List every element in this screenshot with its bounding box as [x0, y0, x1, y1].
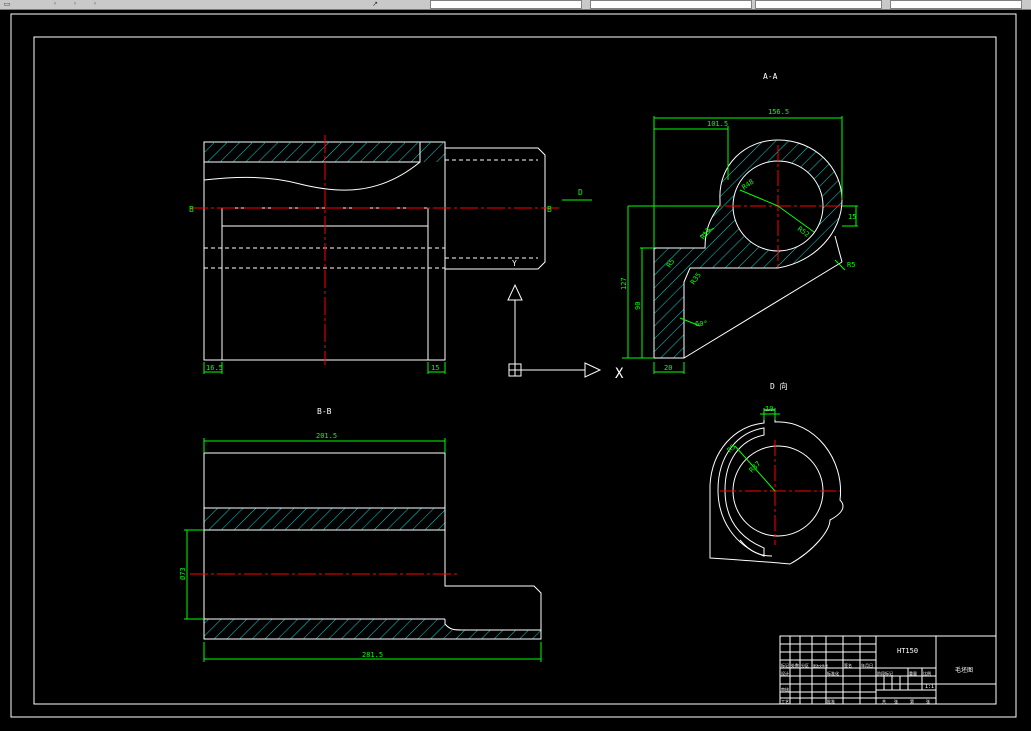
- dim-aa-angle: 60°: [695, 320, 708, 328]
- title-col-sign: 签名: [844, 662, 852, 668]
- dim-aa-base-height: 90: [634, 302, 642, 310]
- title-row-design: 设计: [781, 670, 789, 676]
- cut-label-b-right: B: [547, 205, 552, 214]
- sheet-border-outer: [10, 13, 1017, 718]
- dim-aa-overall-width: 156.5: [768, 108, 789, 116]
- toolbar-icon[interactable]: ◦: [92, 0, 98, 8]
- view-title-d: D 向: [770, 381, 788, 391]
- dim-bb-top: 201.5: [316, 432, 337, 440]
- front-mark-y: Y: [512, 259, 517, 268]
- dim-d-width: 10: [765, 405, 773, 413]
- view-d: [709, 409, 844, 565]
- dim-front-left: 16.5: [206, 364, 223, 372]
- title-material: HT150: [897, 647, 918, 655]
- toolbar-icon[interactable]: ◦: [52, 0, 58, 8]
- title-sheet-no: 第: [910, 698, 914, 704]
- ucs-icon: [507, 283, 602, 378]
- title-col-zone: 分区: [801, 662, 809, 668]
- dim-front-right: 15: [431, 364, 439, 372]
- view-title-bb: B-B: [317, 407, 332, 416]
- dim-d-r1: R5: [726, 443, 738, 455]
- title-row-review: 审核: [781, 686, 789, 692]
- title-row-mark: 标记: [781, 662, 789, 668]
- sheet-border-inner: [33, 36, 997, 705]
- title-col-date: 年月日: [861, 662, 873, 668]
- title-sheet-total: 共: [882, 698, 886, 704]
- title-std-label: 标准化: [827, 670, 839, 676]
- section-aa: [653, 139, 843, 359]
- title-scale: 1:1: [925, 684, 934, 690]
- title-sheet-unit2: 张: [926, 698, 930, 704]
- ucs-x-label: X: [615, 366, 624, 382]
- toolbar-icon[interactable]: ↗: [372, 0, 378, 8]
- dim-aa-corner: R5: [847, 261, 855, 269]
- title-drawing-name: 毛坯图: [955, 666, 973, 674]
- dim-aa-r-small: R35: [689, 271, 703, 286]
- title-sheet-unit1: 张: [894, 698, 898, 704]
- view-title-aa: A-A: [763, 72, 778, 81]
- toolbar-strip: ▭ ◦ ◦ ◦ ↗: [0, 0, 1031, 10]
- dim-bb-dia: Ø73: [179, 567, 187, 580]
- layer-dropdown[interactable]: [430, 0, 582, 9]
- title-col-count: 处数: [791, 662, 799, 668]
- cut-label-b-left: B: [189, 205, 194, 214]
- linetype-dropdown[interactable]: [755, 0, 882, 9]
- title-col-file: 更改文件号: [813, 663, 828, 668]
- title-ratio-label: 比例: [923, 670, 931, 676]
- lineweight-dropdown[interactable]: [890, 0, 1022, 9]
- front-view: [203, 141, 546, 361]
- toolbar-icon[interactable]: ◦: [72, 0, 78, 8]
- toolbar-icon[interactable]: ▭: [3, 0, 11, 8]
- dim-aa-height: 127: [620, 277, 628, 290]
- section-bb: [203, 452, 542, 640]
- dim-aa-thick: 15: [848, 213, 856, 221]
- dim-aa-inner-width: 101.5: [707, 120, 728, 128]
- title-approve-label: 批准: [827, 698, 835, 704]
- dim-d-r2: R37: [748, 460, 763, 475]
- dim-aa-r-a: R5: [665, 258, 676, 270]
- dim-bb-bottom: 281.5: [362, 651, 383, 659]
- dim-aa-base-width: 20: [664, 364, 672, 372]
- drawing-canvas[interactable]: B B D 16.5 15 Y X A-A: [0, 10, 1031, 731]
- color-dropdown[interactable]: [590, 0, 752, 9]
- title-weight-label: 重量: [909, 670, 917, 676]
- title-block: [779, 635, 997, 705]
- title-stage-label: 阶段标记: [877, 670, 893, 676]
- view-arrow-d-label: D: [578, 188, 583, 197]
- title-row-process: 工艺: [781, 699, 789, 704]
